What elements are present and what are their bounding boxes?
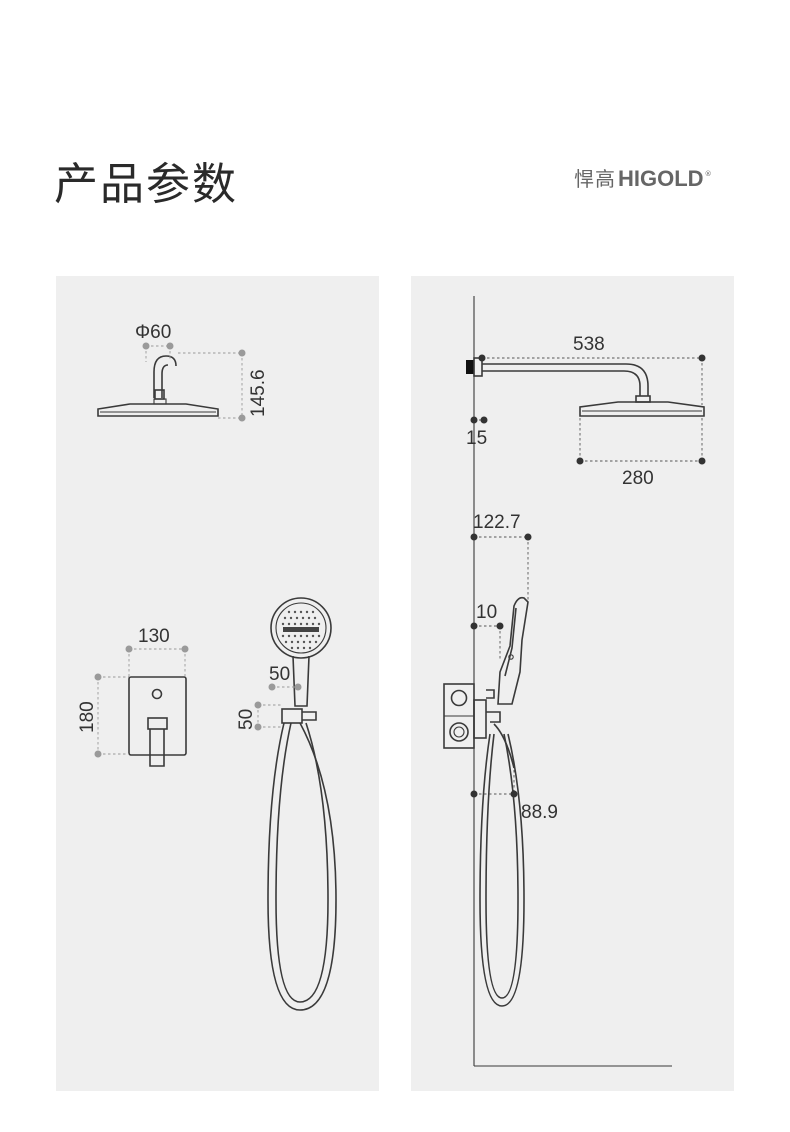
wall-and-floor-lines [473, 296, 672, 1067]
hand-holder-reach-label: 122.7 [473, 512, 521, 533]
page-title: 产品参数 [54, 159, 238, 210]
brand-registered-mark: ® [704, 170, 712, 178]
valve-depth-label: 88.9 [521, 802, 558, 823]
valve-box-height-dimension: 180 [77, 673, 129, 758]
hand-shower-front-view [267, 597, 337, 1011]
head-shower-diameter-dimension: Φ60 [135, 322, 174, 362]
hand-shower-horizontal-label: 50 [269, 664, 290, 685]
holder-offset-dimension: 10 [470, 602, 504, 660]
brand-logo: 悍高 HIGOLD ® [574, 163, 712, 192]
hand-holder-reach-dimension: 122.7 [470, 512, 532, 600]
head-width-dimension: 280 [576, 418, 706, 489]
shower-arm-length-dimension: 538 [478, 334, 706, 405]
valve-box-front-view [128, 676, 187, 767]
hand-shower-vertical-dimension: 50 [236, 701, 282, 731]
brand-latin: HIGOLD [618, 166, 704, 191]
wall-offset-label: 15 [466, 428, 487, 449]
hand-shower-vertical-label: 50 [236, 709, 257, 730]
shower-arm-length-label: 538 [573, 334, 605, 355]
hand-shower-side-view [443, 596, 529, 1007]
head-width-label: 280 [622, 468, 654, 489]
head-shower-diameter-label: Φ60 [135, 322, 171, 343]
wall-offset-dimension: 15 [466, 416, 488, 449]
head-shower-front-view [97, 355, 219, 417]
holder-offset-label: 10 [476, 602, 497, 623]
head-shower-height-label: 145.6 [248, 369, 269, 417]
shower-arm-side-view [466, 357, 705, 417]
valve-depth-dimension: 88.9 [470, 770, 558, 823]
brand-chinese: 悍高 [574, 167, 616, 191]
valve-box-height-label: 180 [77, 701, 98, 733]
valve-box-width-label: 130 [138, 626, 170, 647]
valve-box-width-dimension: 130 [125, 626, 189, 677]
hand-shower-horizontal-dimension: 50 [268, 664, 302, 691]
head-shower-height-dimension: 145.6 [178, 349, 269, 422]
